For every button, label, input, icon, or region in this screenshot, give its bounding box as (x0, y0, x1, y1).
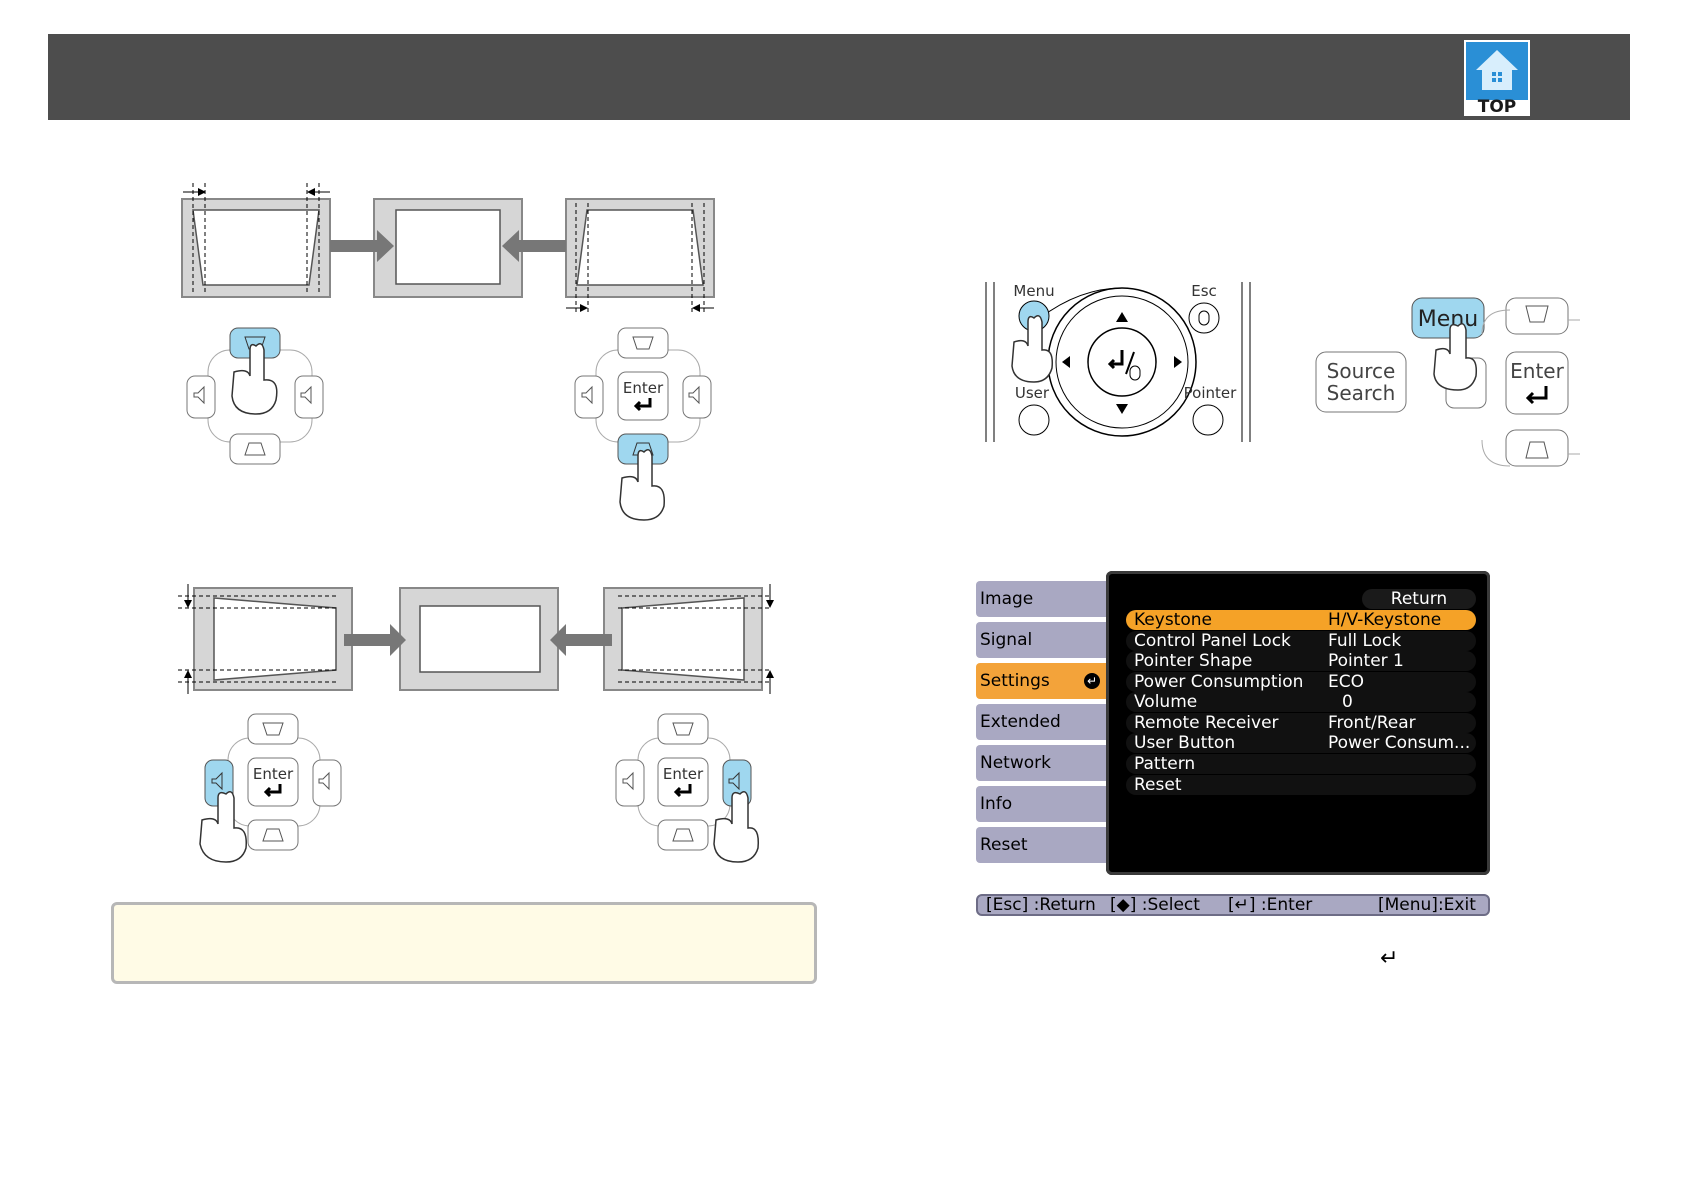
row-label: Pointer Shape (1134, 651, 1253, 671)
tab-network[interactable]: Network (976, 745, 1106, 781)
header-bar (48, 34, 1630, 120)
row-value: ECO (1328, 672, 1364, 692)
user-key-label: User (1015, 384, 1050, 402)
row-label: Power Consumption (1134, 672, 1304, 692)
enter-icon (1107, 350, 1124, 370)
note-box (111, 902, 817, 984)
row-label: User Button (1134, 733, 1236, 753)
tab-reset[interactable]: Reset (976, 827, 1106, 863)
menu-row-pointer-shape[interactable]: Pointer Shape Pointer 1 (1126, 651, 1476, 671)
status-select-hint: [◆] :Select (1110, 895, 1200, 915)
pointer-button (1192, 404, 1224, 436)
hand-pointer-icon (713, 791, 760, 863)
tab-label: Network (980, 753, 1051, 773)
tab-image[interactable]: Image (976, 581, 1106, 617)
keystone-diagrams: Enter Enter (178, 183, 774, 863)
control-panel-illustration: Source Search Menu Enter (1315, 297, 1580, 467)
menu-row-power-consumption[interactable]: Power Consumption ECO (1126, 672, 1476, 692)
enter-panel-label: Enter (1510, 359, 1564, 383)
row-label: Pattern (1134, 754, 1196, 774)
tab-label: Reset (980, 835, 1028, 855)
tab-label: Image (980, 589, 1034, 609)
hand-pointer-icon (619, 449, 665, 521)
enter-icon: ↵ (1084, 673, 1100, 689)
tab-settings[interactable]: Settings ↵ (976, 663, 1106, 699)
menu-key-label: Menu (1013, 282, 1054, 300)
esc-key-label: Esc (1191, 282, 1217, 300)
remote-control-illustration: Menu Esc User Pointer (985, 282, 1251, 442)
row-label: Remote Receiver (1134, 713, 1279, 733)
menu-panel-label: Menu (1418, 307, 1478, 332)
return-button[interactable]: Return (1362, 589, 1476, 609)
control-pad-left-top (186, 327, 324, 465)
menu-row-user-button[interactable]: User Button Power Consum... (1126, 733, 1476, 753)
tab-label: Info (980, 794, 1013, 814)
hand-pointer-icon (1433, 323, 1478, 391)
esc-button (1188, 302, 1220, 334)
hand-pointer-icon (231, 343, 278, 415)
hand-pointer-icon (1011, 315, 1054, 383)
status-esc-hint: [Esc] :Return (986, 895, 1096, 915)
row-label: Control Panel Lock (1134, 631, 1291, 651)
pointer-key-label: Pointer (1184, 384, 1237, 402)
enter-key-label: Enter (623, 379, 664, 397)
status-enter-hint: [↵] :Enter (1228, 895, 1313, 915)
tab-extended[interactable]: Extended (976, 704, 1106, 740)
control-pad-right-top: Enter (574, 327, 712, 521)
row-value: H/V-Keystone (1328, 610, 1442, 630)
menu-row-control-panel-lock[interactable]: Control Panel Lock Full Lock (1126, 631, 1476, 651)
top-logo-label: TOP (1478, 97, 1517, 116)
row-value: Full Lock (1328, 631, 1402, 651)
source-search-label-1: Source (1327, 359, 1396, 383)
hand-pointer-icon (199, 791, 247, 863)
menu-row-pattern[interactable]: Pattern (1126, 754, 1476, 774)
row-value: Power Consum... (1328, 733, 1471, 753)
horizontal-keystone-diagram (178, 584, 774, 694)
enter-key-label: Enter (663, 765, 704, 783)
menu-status-bar: [Esc] :Return [◆] :Select [↵] :Enter [Me… (976, 894, 1490, 916)
tab-label: Signal (980, 630, 1033, 650)
row-label: Keystone (1134, 610, 1212, 630)
tab-label: Extended (980, 712, 1061, 732)
home-icon: TOP (1464, 40, 1530, 117)
row-value: Pointer 1 (1328, 651, 1404, 671)
control-pad-left-bottom: Enter (199, 713, 342, 863)
menu-row-reset[interactable]: Reset (1126, 775, 1476, 795)
enter-key-label: Enter (253, 765, 294, 783)
row-value: 0 (1342, 692, 1353, 712)
row-value: Front/Rear (1328, 713, 1416, 733)
tab-info[interactable]: Info (976, 786, 1106, 822)
row-label: Volume (1134, 692, 1198, 712)
row-label: Reset (1134, 775, 1182, 795)
source-search-label-2: Search (1327, 381, 1396, 405)
remote-controls: Menu Esc User Pointer Source Search Menu… (985, 282, 1580, 467)
tab-signal[interactable]: Signal (976, 622, 1106, 658)
top-logo-button[interactable]: TOP (1464, 40, 1530, 117)
tab-label: Settings (980, 671, 1050, 691)
control-pad-right-bottom: Enter (615, 713, 760, 863)
user-button (1018, 404, 1050, 436)
menu-row-keystone[interactable]: Keystone H/V-Keystone (1126, 610, 1476, 630)
status-exit-hint: [Menu]:Exit (1378, 895, 1476, 915)
menu-row-remote-receiver[interactable]: Remote Receiver Front/Rear (1126, 713, 1476, 733)
enter-icon: ↵ (1380, 946, 1399, 971)
vertical-keystone-diagram (181, 183, 715, 313)
menu-row-volume[interactable]: Volume 0 (1126, 692, 1476, 712)
